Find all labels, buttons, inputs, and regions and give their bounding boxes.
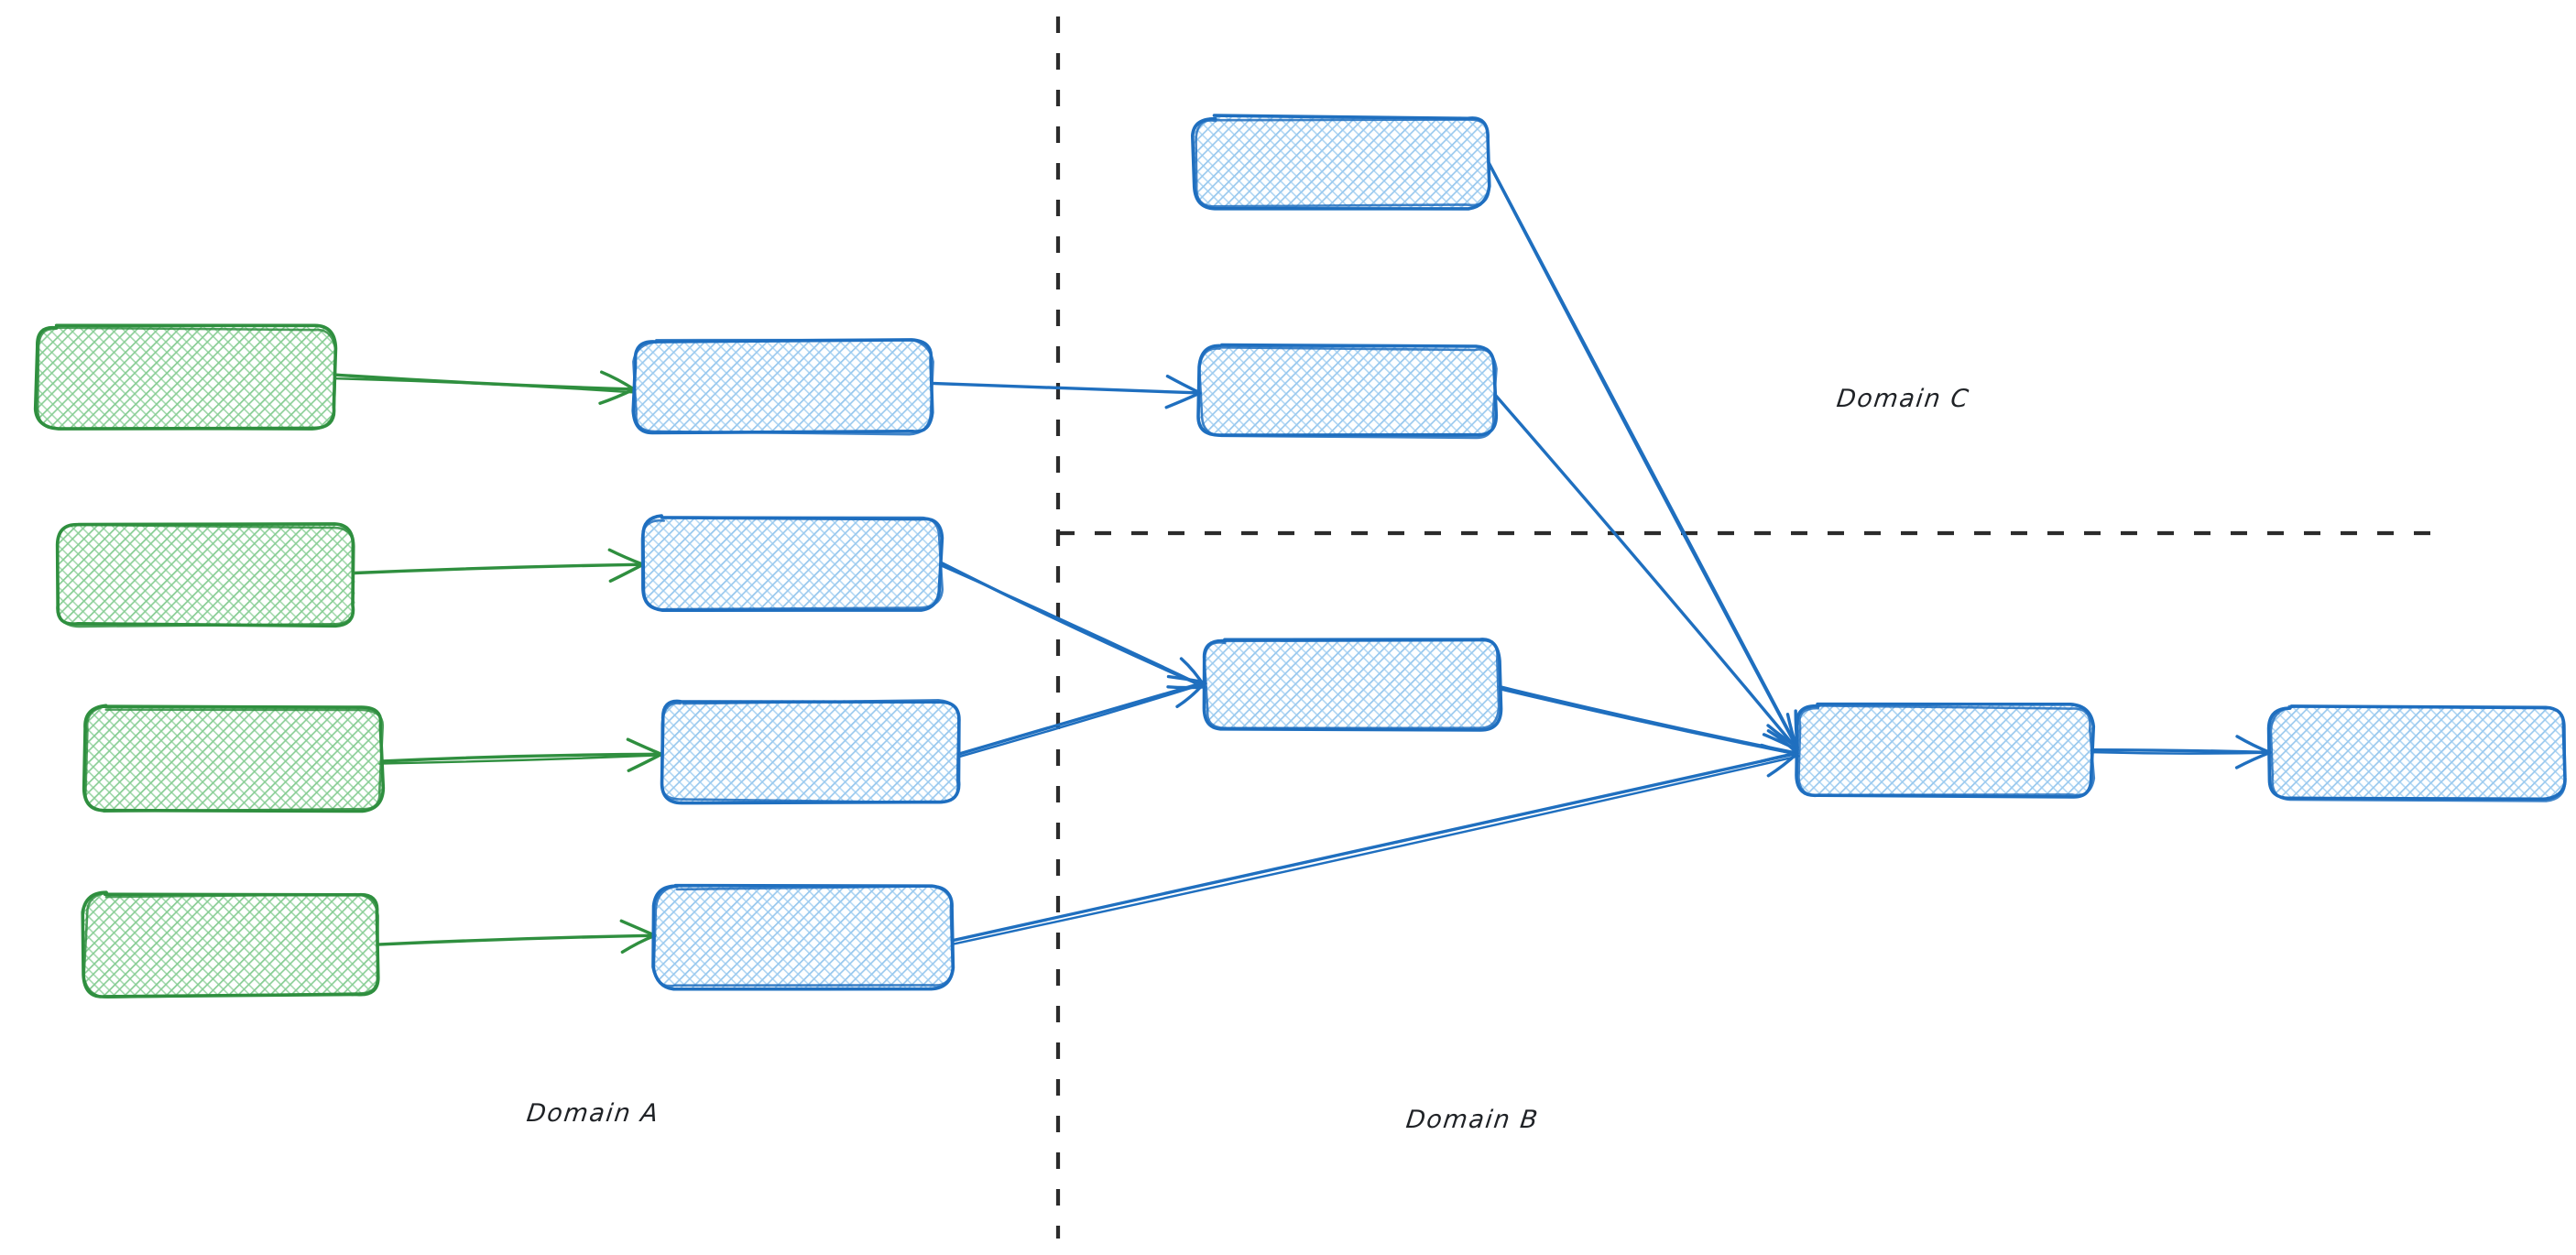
edge-e-c1-hub	[1487, 160, 1799, 749]
node-c1[interactable]	[1190, 114, 1491, 211]
edge-e-a4-b4	[376, 919, 657, 955]
node-a3[interactable]	[82, 704, 386, 813]
node-c2[interactable]	[1196, 343, 1499, 440]
edge-e-c3-hub	[1498, 684, 1799, 763]
node-a1[interactable]	[33, 323, 338, 431]
node-b1[interactable]	[631, 338, 934, 436]
node-c3[interactable]	[1202, 638, 1503, 732]
edge-e-b3-c3	[957, 674, 1207, 758]
node-hub[interactable]	[1795, 702, 2096, 799]
node-b3[interactable]	[660, 699, 961, 805]
node-b2[interactable]	[640, 514, 944, 612]
edge-e-a3-b3	[377, 737, 663, 772]
label-domain-b: Domain B	[1404, 1106, 1541, 1134]
label-domain-c: Domain C	[1835, 385, 1971, 413]
node-b4[interactable]	[651, 883, 955, 991]
edge-e-hub-out	[2090, 735, 2272, 769]
edge-e-a1-b1	[333, 370, 636, 405]
node-out[interactable]	[2266, 704, 2567, 802]
edge-e-b2-c3	[937, 561, 1207, 690]
edge-e-b1-c2	[930, 374, 1202, 409]
node-a2[interactable]	[55, 522, 355, 628]
label-domain-a: Domain A	[525, 1099, 661, 1128]
edge-e-b4-hub	[951, 743, 1800, 945]
node-a4[interactable]	[81, 890, 380, 999]
edge-e-a2-b2	[353, 548, 645, 583]
